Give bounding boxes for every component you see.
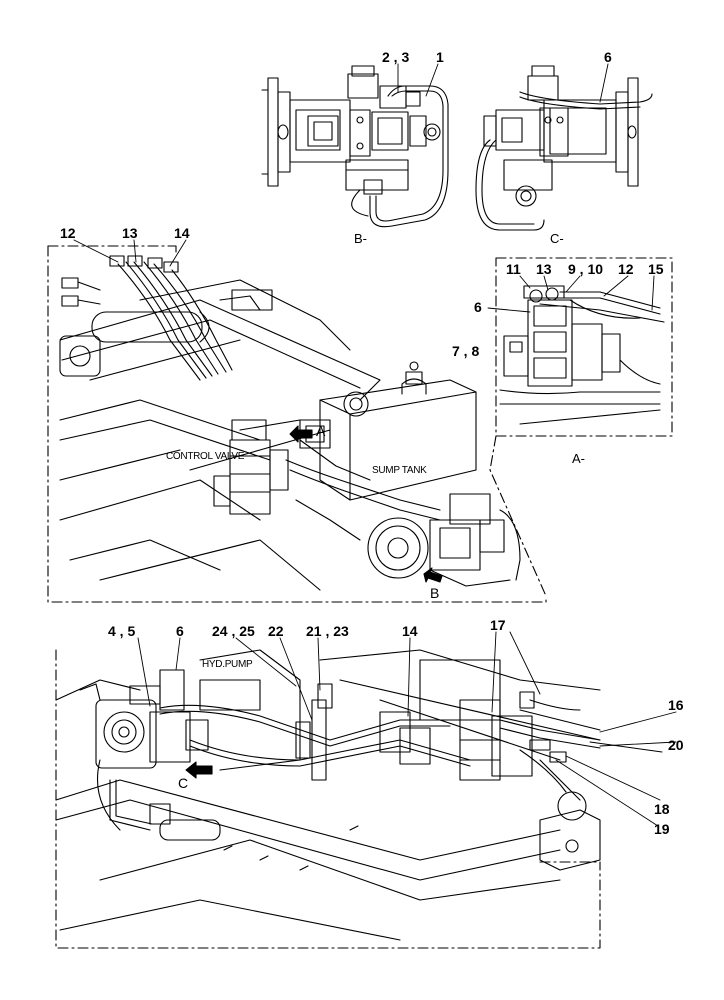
view-label-b: B- xyxy=(354,231,367,246)
callout-22: 22 xyxy=(268,623,284,639)
arrow-label-b: B xyxy=(430,585,440,601)
callout-17: 17 xyxy=(490,617,506,633)
arrow-label-a: A xyxy=(316,423,326,439)
leader-lines xyxy=(73,63,677,827)
view-c-pump-drawing xyxy=(475,65,653,231)
callout-13-main: 13 xyxy=(122,225,138,241)
view-label-a: A- xyxy=(572,451,585,466)
callout-18: 18 xyxy=(654,801,670,817)
callout-7-8-view-a: 7 , 8 xyxy=(452,343,480,359)
callout-24-25: 24 , 25 xyxy=(212,623,255,639)
callout-12-main: 12 xyxy=(60,225,76,241)
view-label-c: C- xyxy=(550,231,564,246)
arrow-label-c: C xyxy=(178,775,189,791)
callout-14-lower: 14 xyxy=(402,623,418,639)
view-a-valve-drawing xyxy=(495,257,673,437)
callout-11-view-a: 11 xyxy=(506,261,521,277)
main-frame-drawing xyxy=(47,245,547,603)
callout-16: 16 xyxy=(668,697,684,713)
callout-6-view-a: 6 xyxy=(474,299,482,315)
callout-6-view-c: 6 xyxy=(604,49,612,65)
callout-12-view-a: 12 xyxy=(618,261,634,277)
callout-15-view-a: 15 xyxy=(648,261,664,277)
callout-14-main: 14 xyxy=(174,225,190,241)
lower-frame-drawing xyxy=(55,649,601,949)
callout-2-3: 2 , 3 xyxy=(382,49,410,65)
callout-21-23: 21 , 23 xyxy=(306,623,349,639)
callout-4-5: 4 , 5 xyxy=(108,623,136,639)
callout-6-lower: 6 xyxy=(176,623,184,639)
control-valve-label: CONTROL VALVE xyxy=(166,451,245,462)
view-b-pump-drawing xyxy=(261,65,449,228)
hyd-pump-label: HYD.PUMP xyxy=(202,659,253,670)
callout-20: 20 xyxy=(668,737,684,753)
sump-tank-label: SUMP TANK xyxy=(372,465,427,476)
callout-13-view-a: 13 xyxy=(536,261,552,277)
callout-9-10-view-a: 9 , 10 xyxy=(568,261,604,277)
callout-19: 19 xyxy=(654,821,670,837)
callout-1: 1 xyxy=(436,49,444,65)
